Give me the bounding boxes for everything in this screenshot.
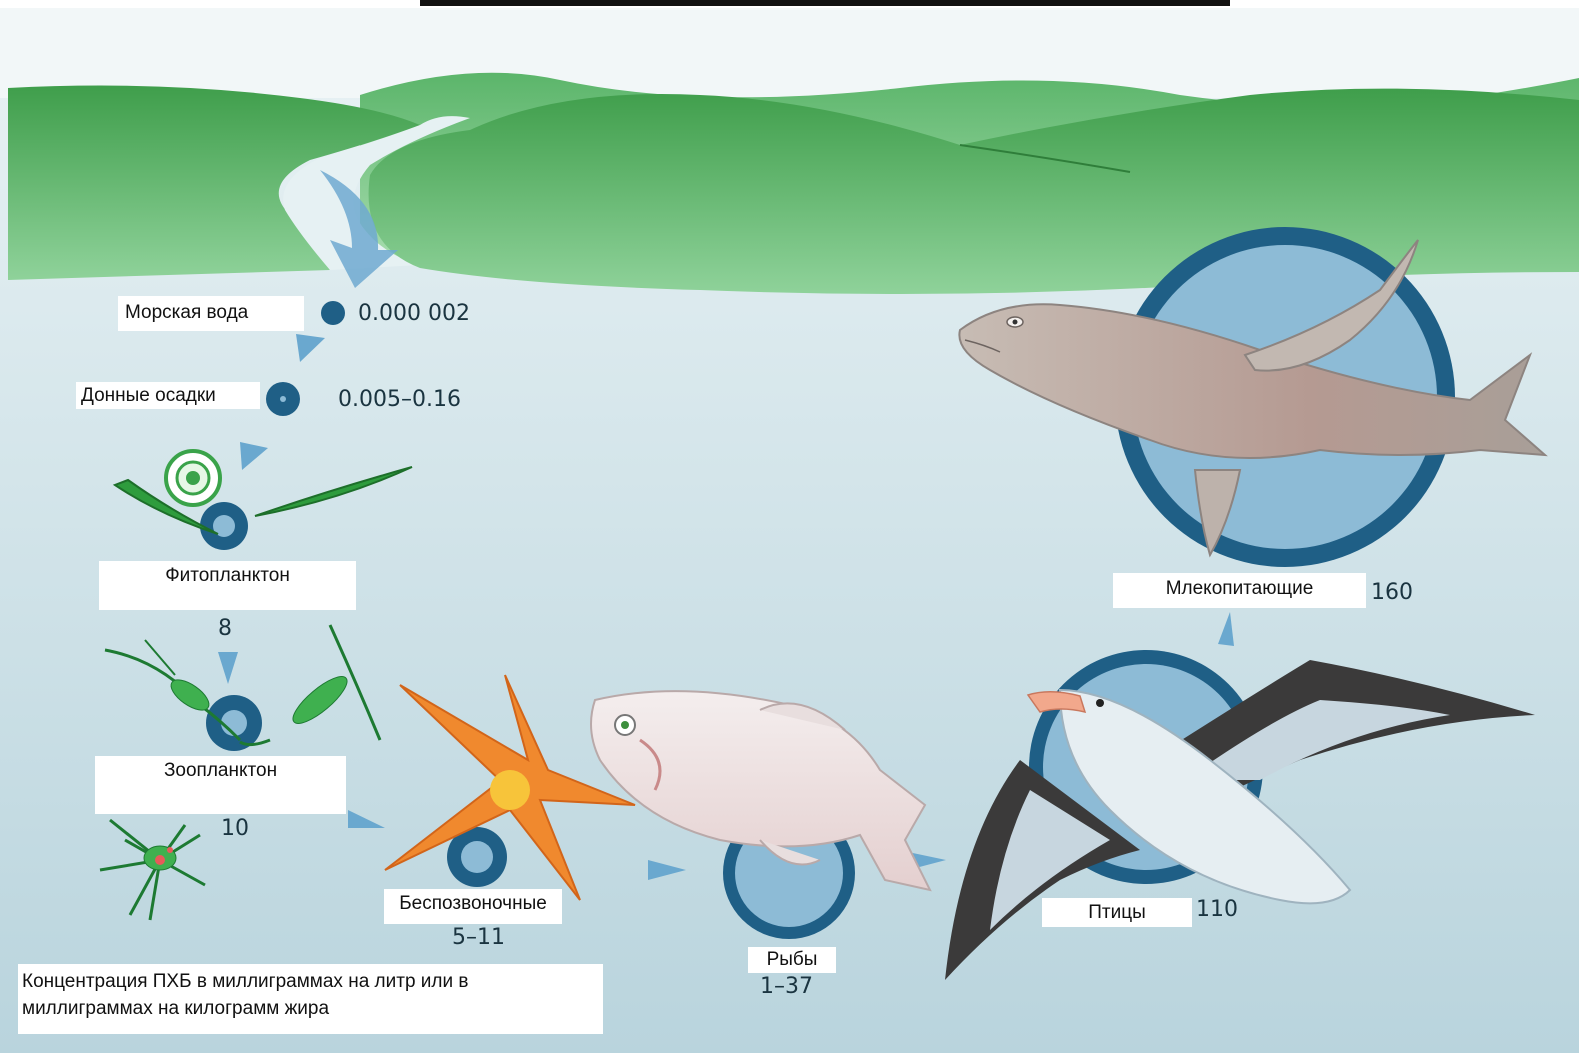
cropped-title-fragment: [420, 0, 1230, 6]
value-phytoplankton: 8: [218, 616, 232, 641]
units-note: Концентрация ПХБ в миллиграммах на литр …: [18, 964, 603, 1034]
value-invertebrates: 5–11: [452, 925, 505, 950]
sediment-label-text: Донные осадки: [81, 385, 216, 406]
invertebrates-label-text: Беспозвоночные: [399, 893, 547, 914]
birds-label-text: Птицы: [1088, 902, 1146, 923]
sky: [0, 8, 1579, 98]
circle-seawater: [321, 301, 345, 325]
value-mammals: 160: [1371, 580, 1413, 605]
phytoplankton-label-text: Фитопланктон: [165, 565, 290, 586]
label-fish: Рыбы: [748, 947, 836, 973]
label-sediment: Донные осадки: [76, 382, 260, 409]
mammals-label-text: Млекопитающие: [1166, 578, 1314, 599]
label-phytoplankton: Фитопланктон: [99, 561, 356, 610]
label-seawater: Морская вода: [118, 296, 304, 331]
zooplankton-label-text: Зоопланктон: [164, 760, 277, 781]
value-fish: 1–37: [760, 974, 813, 999]
seawater-label-text: Морская вода: [125, 302, 248, 323]
value-sediment: 0.005–0.16: [338, 387, 461, 412]
label-zooplankton: Зоопланктон: [95, 756, 346, 814]
label-invertebrates: Беспозвоночные: [384, 889, 562, 924]
label-birds: Птицы: [1042, 898, 1192, 927]
value-zooplankton: 10: [221, 816, 249, 841]
fish-label-text: Рыбы: [767, 949, 818, 970]
value-seawater: 0.000 002: [358, 301, 470, 326]
label-mammals: Млекопитающие: [1113, 573, 1366, 608]
value-birds: 110: [1196, 897, 1238, 922]
